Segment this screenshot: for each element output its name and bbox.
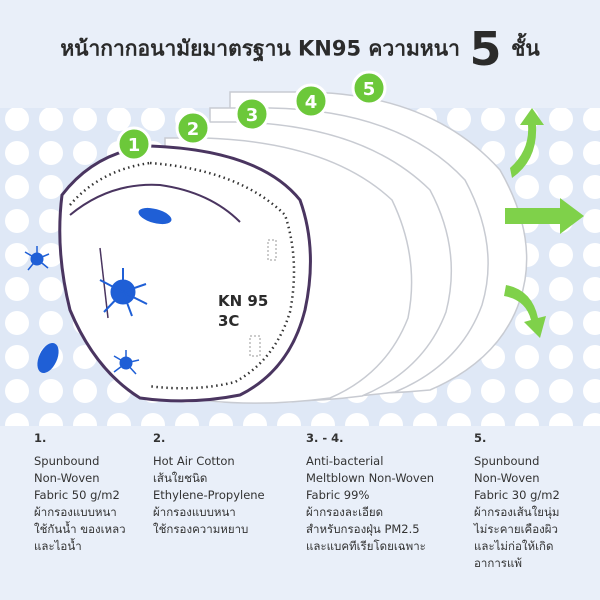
description-layer-2: 2. Hot Air Cotton เส้นใยชนิด Ethylene-Pr… xyxy=(153,430,293,538)
description-line: อาการแพ้ xyxy=(474,556,522,570)
description-line: Hot Air Cotton xyxy=(153,454,235,468)
description-line: Fabric 50 g/m2 xyxy=(34,488,120,502)
description-layer-3-4: 3. - 4. Anti-bacterial Meltblown Non-Wov… xyxy=(306,430,446,555)
description-number: 1. xyxy=(34,431,47,445)
title-number: 5 xyxy=(469,22,502,76)
description-line: และไม่ก่อให้เกิด xyxy=(474,539,554,553)
description-line: สำหรับกรองฝุ่น PM2.5 xyxy=(306,522,420,536)
layer-badge-1: 1 xyxy=(116,126,152,162)
description-line: ผ้ากรองแบบหนา xyxy=(34,505,117,519)
description-line: ผ้ากรองละเอียด xyxy=(306,505,384,519)
description-number: 2. xyxy=(153,431,166,445)
description-line: Anti-bacterial xyxy=(306,454,384,468)
description-line: และแบคทีเรียโดยเฉพาะ xyxy=(306,539,426,553)
svg-text:5: 5 xyxy=(363,79,376,100)
page-title: หน้ากากอนามัยมาตรฐาน KN95 ความหนา 5 ชั้น xyxy=(0,22,600,76)
description-line: เส้นใยชนิด xyxy=(153,471,208,485)
mask-front xyxy=(58,144,312,403)
title-prefix: หน้ากากอนามัยมาตรฐาน KN95 ความหนา xyxy=(60,36,460,61)
description-line: ใช้กรองความหยาบ xyxy=(153,522,249,536)
svg-text:4: 4 xyxy=(305,92,318,113)
description-line: Meltblown Non-Woven xyxy=(306,471,435,485)
virus-icon xyxy=(99,268,148,317)
bacteria-icon xyxy=(138,207,172,225)
description-line: Ethylene-Propylene xyxy=(153,488,265,502)
airflow-arrow-icon xyxy=(510,108,544,178)
description-line: ผ้ากรองแบบหนา xyxy=(153,505,236,519)
description-line: ใช้กันน้ำ ของเหลว xyxy=(34,522,126,536)
description-line: Fabric 30 g/m2 xyxy=(474,488,560,502)
layer-badge-5: 5 xyxy=(351,70,387,106)
description-line: Spunbound xyxy=(34,454,100,468)
description-line: Spunbound xyxy=(474,454,540,468)
description-line: ผ้ากรองเส้นใยนุ่ม xyxy=(474,505,560,519)
virus-icon xyxy=(113,350,140,375)
layer-badge-4: 4 xyxy=(293,83,329,119)
title-suffix: ชั้น xyxy=(511,36,540,61)
svg-text:3: 3 xyxy=(246,105,259,126)
description-layer-1: 1. Spunbound Non-Woven Fabric 50 g/m2 ผ้… xyxy=(34,430,174,555)
airflow-arrow-icon xyxy=(504,285,546,338)
mask-print-kn95: KN 95 xyxy=(218,292,268,310)
virus-icon xyxy=(24,246,50,271)
description-number: 5. xyxy=(474,431,487,445)
airflow-arrow-icon xyxy=(505,198,584,234)
layer-badge-3: 3 xyxy=(234,96,270,132)
description-layer-5: 5. Spunbound Non-Woven Fabric 30 g/m2 ผ้… xyxy=(474,430,600,572)
description-number: 3. - 4. xyxy=(306,431,344,445)
layer-badge-2: 2 xyxy=(175,110,211,146)
description-line: ไม่ระคายเคืองผิว xyxy=(474,522,558,536)
svg-text:1: 1 xyxy=(128,135,141,156)
description-line: และไอน้ำ xyxy=(34,539,82,553)
description-line: Non-Woven xyxy=(34,471,100,485)
svg-text:2: 2 xyxy=(187,119,200,140)
description-line: Fabric 99% xyxy=(306,488,370,502)
mask-print-3c: 3C xyxy=(218,312,239,330)
description-line: Non-Woven xyxy=(474,471,540,485)
bacteria-icon xyxy=(37,343,59,373)
